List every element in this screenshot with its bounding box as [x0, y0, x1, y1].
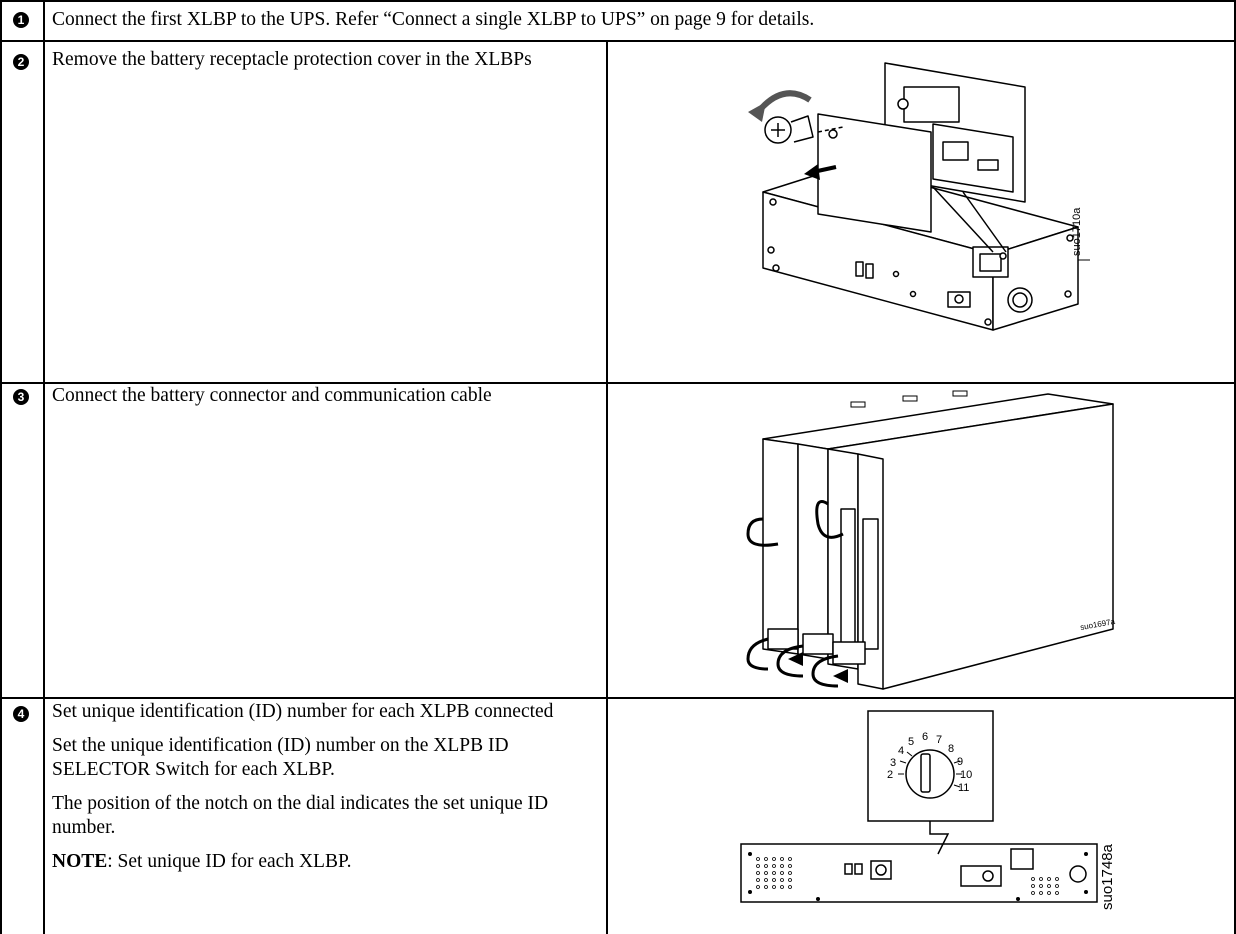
row-divider [0, 697, 1236, 699]
step-number-badge: 2 [13, 54, 29, 70]
step-4-content: Set unique identification (ID) number fo… [52, 700, 602, 884]
dial-number: 8 [948, 743, 954, 755]
note-label: NOTE [52, 851, 108, 872]
dial-number: 5 [908, 736, 914, 748]
row-divider [0, 382, 1236, 384]
dial-number: 9 [957, 756, 963, 768]
dial-number: 4 [898, 745, 904, 757]
column-divider [0, 0, 2, 934]
column-divider [1234, 0, 1236, 934]
column-divider [43, 0, 45, 934]
figure-code: suo1748a [1099, 844, 1116, 910]
note-text: : Set unique ID for each XLBP. [107, 851, 352, 872]
dial-number: 10 [960, 769, 972, 781]
row-divider [0, 40, 1236, 42]
battery-receptacle-cover-illustration [748, 62, 1090, 331]
row-divider [0, 0, 1236, 2]
step-4-paragraph-2: The position of the notch on the dial in… [52, 793, 549, 838]
id-selector-dial-illustration: 2 3 4 5 6 7 8 9 10 11 [740, 710, 1098, 903]
figure-code: suo1710a [1071, 207, 1083, 256]
step-number-badge: 3 [13, 389, 29, 405]
column-divider [606, 40, 608, 934]
step-4-paragraph-1: Set the unique identification (ID) numbe… [52, 735, 509, 780]
step-1-text: Connect the first XLBP to the UPS. Refer… [52, 9, 815, 30]
dial-number: 3 [890, 757, 896, 769]
step-3-text: Connect the battery connector and commun… [52, 385, 492, 406]
battery-cable-connection-illustration [746, 390, 1114, 690]
step-4-heading: Set unique identification (ID) number fo… [52, 701, 554, 722]
step-4-note: NOTE: Set unique ID for each XLBP. [52, 850, 602, 874]
step-number-badge: 4 [13, 706, 29, 722]
dial-number: 6 [922, 731, 928, 743]
step-2-text: Remove the battery receptacle protection… [52, 49, 532, 70]
dial-number: 2 [887, 769, 893, 781]
dial-number: 7 [936, 734, 942, 746]
dial-number: 11 [958, 782, 969, 794]
step-number-badge: 1 [13, 12, 29, 28]
